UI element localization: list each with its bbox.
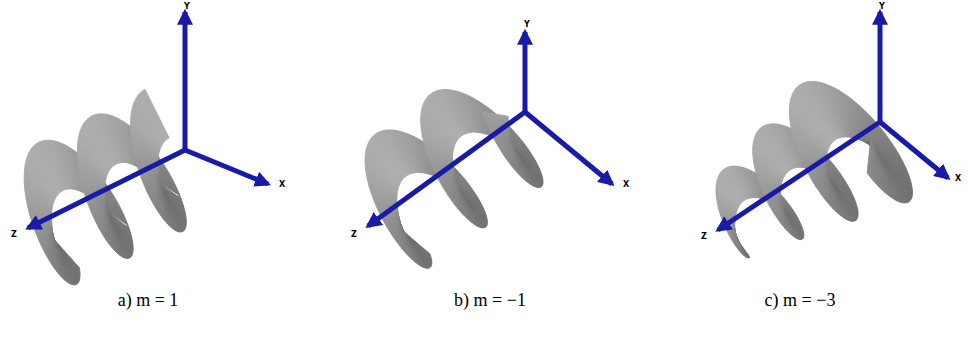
axis-arrow <box>718 122 880 230</box>
axis-label: X <box>623 180 629 189</box>
helicoid-surface <box>716 81 913 258</box>
axis-label: Y <box>184 2 190 11</box>
surface-patch <box>28 208 52 213</box>
panel-caption: b) m = −1 <box>454 290 526 311</box>
axis-arrow <box>368 112 525 226</box>
surface-patch <box>399 215 402 249</box>
surface-patch <box>454 175 458 209</box>
axis-group <box>28 12 880 230</box>
axis-label: Z <box>11 230 17 239</box>
axis-arrow <box>28 150 185 228</box>
surface-patch <box>81 182 105 187</box>
surface-patch <box>427 155 452 159</box>
surface-patch <box>105 202 108 243</box>
surface-patch <box>795 142 828 153</box>
axis-label: X <box>955 174 961 183</box>
axis-label: X <box>279 180 285 189</box>
axis-label: Z <box>351 230 357 239</box>
surface-patch <box>134 155 158 160</box>
surface-patch <box>720 212 736 215</box>
axis-arrow <box>183 12 188 150</box>
axis-label: Z <box>701 232 707 241</box>
surface-patch <box>871 135 878 186</box>
surface-patch <box>867 133 871 178</box>
panel-caption: c) m = −3 <box>765 290 836 311</box>
surface-patch <box>158 176 161 217</box>
axis-arrow <box>878 12 883 122</box>
helicoid-surface <box>24 89 186 285</box>
axis-label: Y <box>524 20 530 29</box>
surface-patch <box>52 229 55 270</box>
axis-arrow <box>523 32 528 112</box>
helicoid-surface <box>365 90 543 269</box>
panel-caption: a) m = 1 <box>118 290 179 311</box>
axis-label: Y <box>879 2 885 11</box>
axis-arrow <box>185 150 268 184</box>
